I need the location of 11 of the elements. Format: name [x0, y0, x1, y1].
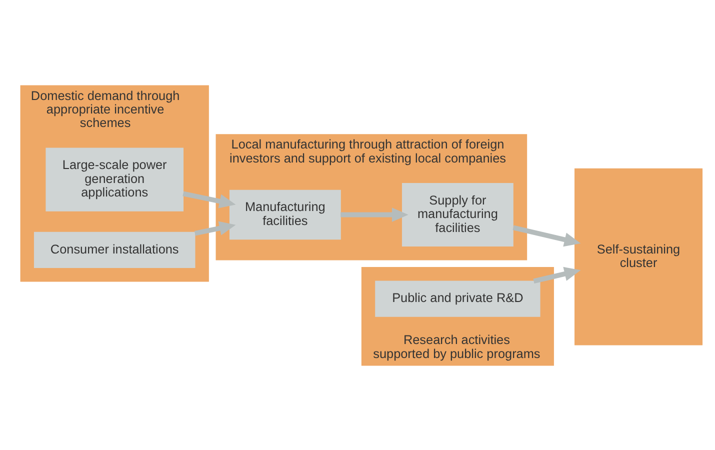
node-box: Consumer installations: [34, 231, 196, 268]
arrow: [533, 266, 581, 284]
arrow: [340, 207, 408, 222]
arrow: [512, 224, 581, 246]
node-box: Large-scale power generation applications: [46, 147, 184, 211]
node-box: Manufacturing facilities: [229, 189, 341, 240]
node-box: Public and private R&D: [375, 280, 540, 316]
node-box: Supply for manufacturing facilities: [402, 182, 514, 246]
node-box: Self-sustaining cluster: [574, 168, 703, 345]
arrow: [182, 190, 236, 208]
arrow: [194, 220, 236, 236]
